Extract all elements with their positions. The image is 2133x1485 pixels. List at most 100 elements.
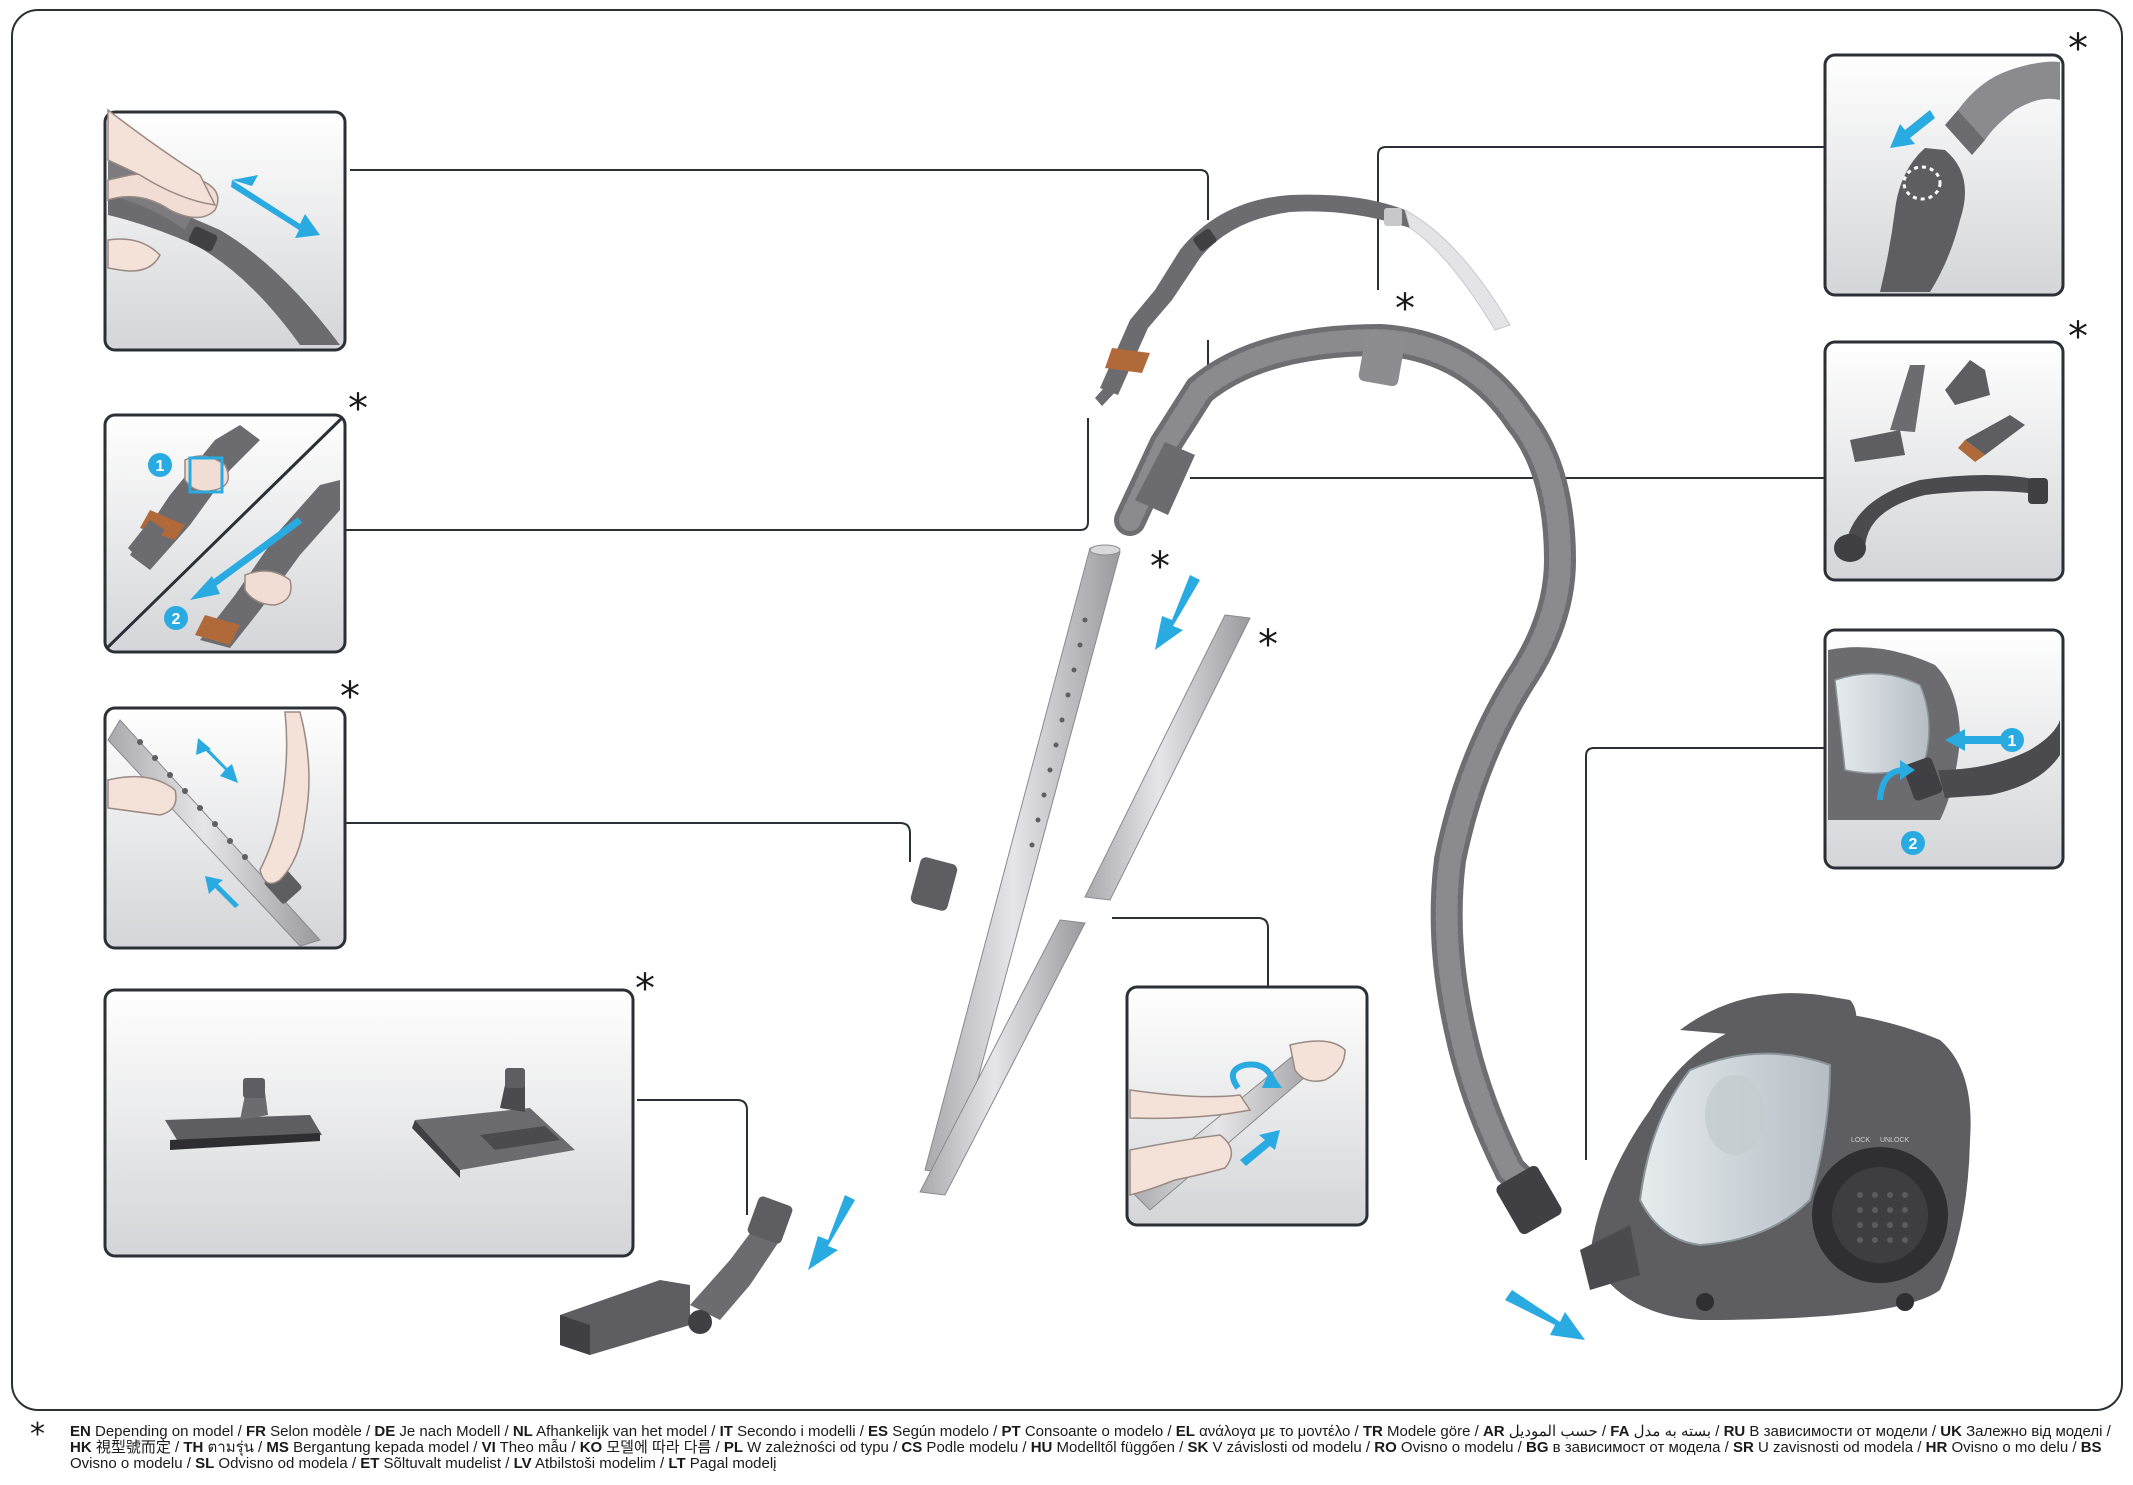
language-code: SK (1187, 1439, 1209, 1456)
footnote-entry: FR Selon modèle (246, 1423, 362, 1440)
footnote-entry: NL Afhankelijk van het model (513, 1423, 707, 1440)
footnote-entry: SL Odvisno od modela (195, 1455, 348, 1472)
language-text: Consoante o modelo (1020, 1423, 1164, 1440)
language-text: W zależności od typu (743, 1439, 889, 1456)
insert-arrow-icon (808, 575, 1585, 1340)
panel-accessories (1823, 340, 2065, 582)
footnote-entry: EN Depending on model (70, 1423, 233, 1440)
footnote-entry: PT Consoante o modelo (1001, 1423, 1163, 1440)
lock-label: LOCK (1851, 1137, 1870, 1144)
footnote-entry: HR Ovisno o mo delu (1926, 1439, 2069, 1456)
language-code: KO (579, 1439, 603, 1456)
language-text: حسب الموديل (1504, 1423, 1598, 1440)
language-text: Ovisno o modelu (1396, 1439, 1514, 1456)
footnote-entry: CS Podle modelu (901, 1439, 1018, 1456)
language-text: 視型號而定 (91, 1439, 171, 1456)
footnote-entry: AR حسب الموديل (1483, 1423, 1598, 1440)
asterisk-marker: * (1395, 286, 1415, 332)
footnote-entry: TH ตามรุ่น (183, 1439, 254, 1456)
language-text: Afhankelijk van het model (532, 1423, 708, 1440)
telescopic-tube (910, 544, 1121, 1176)
footnote-entry: DE Je nach Modell (374, 1423, 500, 1440)
language-code: MS (266, 1439, 289, 1456)
language-text: В зависимости от модели (1745, 1423, 1928, 1440)
asterisk-marker: * (340, 674, 360, 720)
footnote-entry: FA بسته به مدل (1610, 1423, 1711, 1440)
panel-hose-to-body: 1 2 (1823, 628, 2065, 870)
language-text: Theo mẫu (495, 1439, 568, 1456)
language-text: Bergantung kepada model (288, 1439, 470, 1456)
step-number: 1 (156, 458, 165, 475)
footnote-entry: MS Bergantung kepada model (266, 1439, 469, 1456)
footnote-entry: BS Ovisno o modelu (70, 1439, 2102, 1472)
language-text: Odvisno od modela (214, 1455, 348, 1472)
language-code: ES (868, 1423, 889, 1440)
language-text: Pagal modelį (685, 1455, 777, 1472)
footnote-entry: TR Modele göre (1363, 1423, 1471, 1440)
footnote-entry: VI Theo mẫu (482, 1439, 568, 1456)
footnote-entry: BG в зависимост от модела (1526, 1439, 1721, 1456)
language-text: Según modelo (888, 1423, 989, 1440)
language-code: BS (2080, 1439, 2102, 1456)
language-text: ตามรุ่น (203, 1439, 254, 1456)
footnote-entry: EL ανάλογα με το μοντέλο (1176, 1423, 1351, 1440)
language-code: LT (668, 1455, 686, 1472)
language-text: Depending on model (90, 1423, 234, 1440)
footnote-asterisk-icon: * (30, 1417, 45, 1452)
panel-telescopic-tube (103, 706, 347, 950)
footnote-entry: UK Залежно від моделі (1940, 1423, 2102, 1440)
handle-assembly (1095, 194, 1511, 406)
footnote-entry: RO Ovisno o modelu (1374, 1439, 1513, 1456)
language-text: 모델에 따라 다름 (602, 1439, 712, 1456)
language-text: в зависимост от модела (1548, 1439, 1721, 1456)
language-text: U zavisnosti od modela (1753, 1439, 1914, 1456)
footnote-entry: RU В зависимости от модели (1724, 1423, 1928, 1440)
footnote-entry: PL W zależności od typu (724, 1439, 889, 1456)
footnote-entry: ET Sõltuvalt mudelist (360, 1455, 501, 1472)
language-text: Selon modèle (265, 1423, 362, 1440)
language-code: HK (70, 1439, 92, 1456)
footnote-model-dependency: EN Depending on model / FR Selon modèle … (70, 1423, 2111, 1472)
unlock-label: UNLOCK (1880, 1137, 1910, 1144)
combination-floor-head (412, 1068, 575, 1178)
language-text: Je nach Modell (395, 1423, 501, 1440)
language-text: V závislosti od modelu (1208, 1439, 1362, 1456)
step-number: 1 (2008, 733, 2017, 750)
asterisk-marker: * (1258, 622, 1278, 668)
panel-handle-slider (103, 108, 347, 352)
footnote-entry: SR U zavisnosti od modela (1733, 1439, 1913, 1456)
language-code: RU (1723, 1423, 1746, 1440)
language-text: Modele göre (1382, 1423, 1471, 1440)
language-code: PL (723, 1439, 743, 1456)
language-text: Atbilstoši modelim (531, 1455, 656, 1472)
footnote-entry: KO 모델에 따라 다름 (580, 1439, 712, 1456)
asterisk-marker: * (2068, 314, 2088, 360)
language-code: BG (1525, 1439, 1549, 1456)
language-code: NL (512, 1423, 533, 1440)
footnote-entry: LV Atbilstoši modelim (514, 1455, 656, 1472)
asterisk-marker: * (1150, 544, 1170, 590)
asterisk-marker: * (348, 386, 368, 432)
language-text: Sõltuvalt mudelist (379, 1455, 502, 1472)
footnote-entry: LT Pagal modelį (668, 1455, 776, 1472)
language-text: Secondo i modelli (732, 1423, 856, 1440)
asterisk-marker: * (635, 966, 655, 1012)
language-text: Podle modelu (922, 1439, 1019, 1456)
footnote-entry: HU Modelltől függően (1031, 1439, 1175, 1456)
language-text: Ovisno o modelu (70, 1455, 183, 1472)
footnote-entry: HK 視型號而定 (70, 1439, 171, 1456)
language-text: ανάλογα με το μοντέλο (1194, 1423, 1351, 1440)
language-code: PT (1001, 1423, 1021, 1440)
outer-frame (11, 9, 2123, 1411)
panel-floor-heads (103, 988, 635, 1258)
language-code: FA (1610, 1423, 1630, 1440)
language-text: Ovisno o mo delu (1947, 1439, 2069, 1456)
language-code: RO (1374, 1439, 1397, 1456)
vacuum-cleaner-body: LOCK UNLOCK (1580, 993, 1971, 1320)
parquet-brush-head (165, 1078, 322, 1150)
language-code: CS (901, 1439, 923, 1456)
language-code: HU (1030, 1439, 1053, 1456)
language-code: UK (1940, 1423, 1962, 1440)
footnote-entry: IT Secondo i modelli (720, 1423, 856, 1440)
